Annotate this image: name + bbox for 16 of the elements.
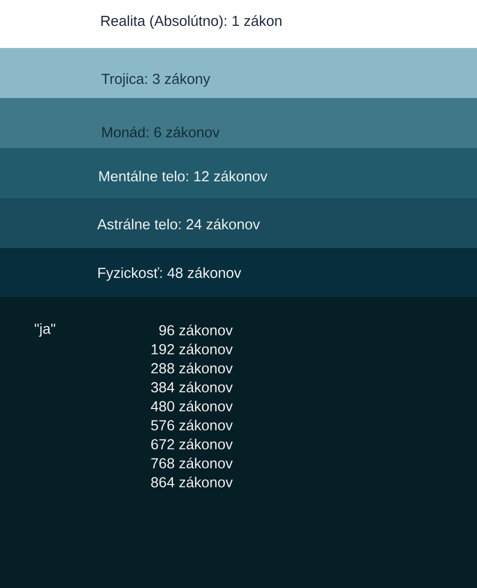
band: Astrálne telo: 24 zákonov — [0, 198, 477, 248]
heading-text: Realita (Absolútno): 1 zákon — [101, 15, 282, 29]
count-label: 480 zákonov — [150, 400, 233, 412]
label: "ja" — [34, 323, 56, 337]
band: Trojica: 3 zákony — [0, 48, 477, 98]
band: Fyzickosť: 48 zákonov — [0, 248, 477, 297]
count-label: 288 zákonov — [151, 362, 233, 374]
count-label: 96 zákonov — [159, 324, 233, 336]
count-label: 672 zákonov — [151, 438, 233, 450]
band: Mentálne telo: 12 zákonov — [0, 148, 477, 198]
count-label: 192 zákonov — [152, 344, 233, 354]
count-label: 768 zákonov — [151, 458, 233, 468]
count-label: 576 zákonov — [151, 420, 233, 430]
band: Monád: 6 zákonov — [0, 98, 477, 148]
count-label: 384 zákonov — [151, 382, 233, 392]
count-label: 864 zákonov — [151, 476, 233, 488]
